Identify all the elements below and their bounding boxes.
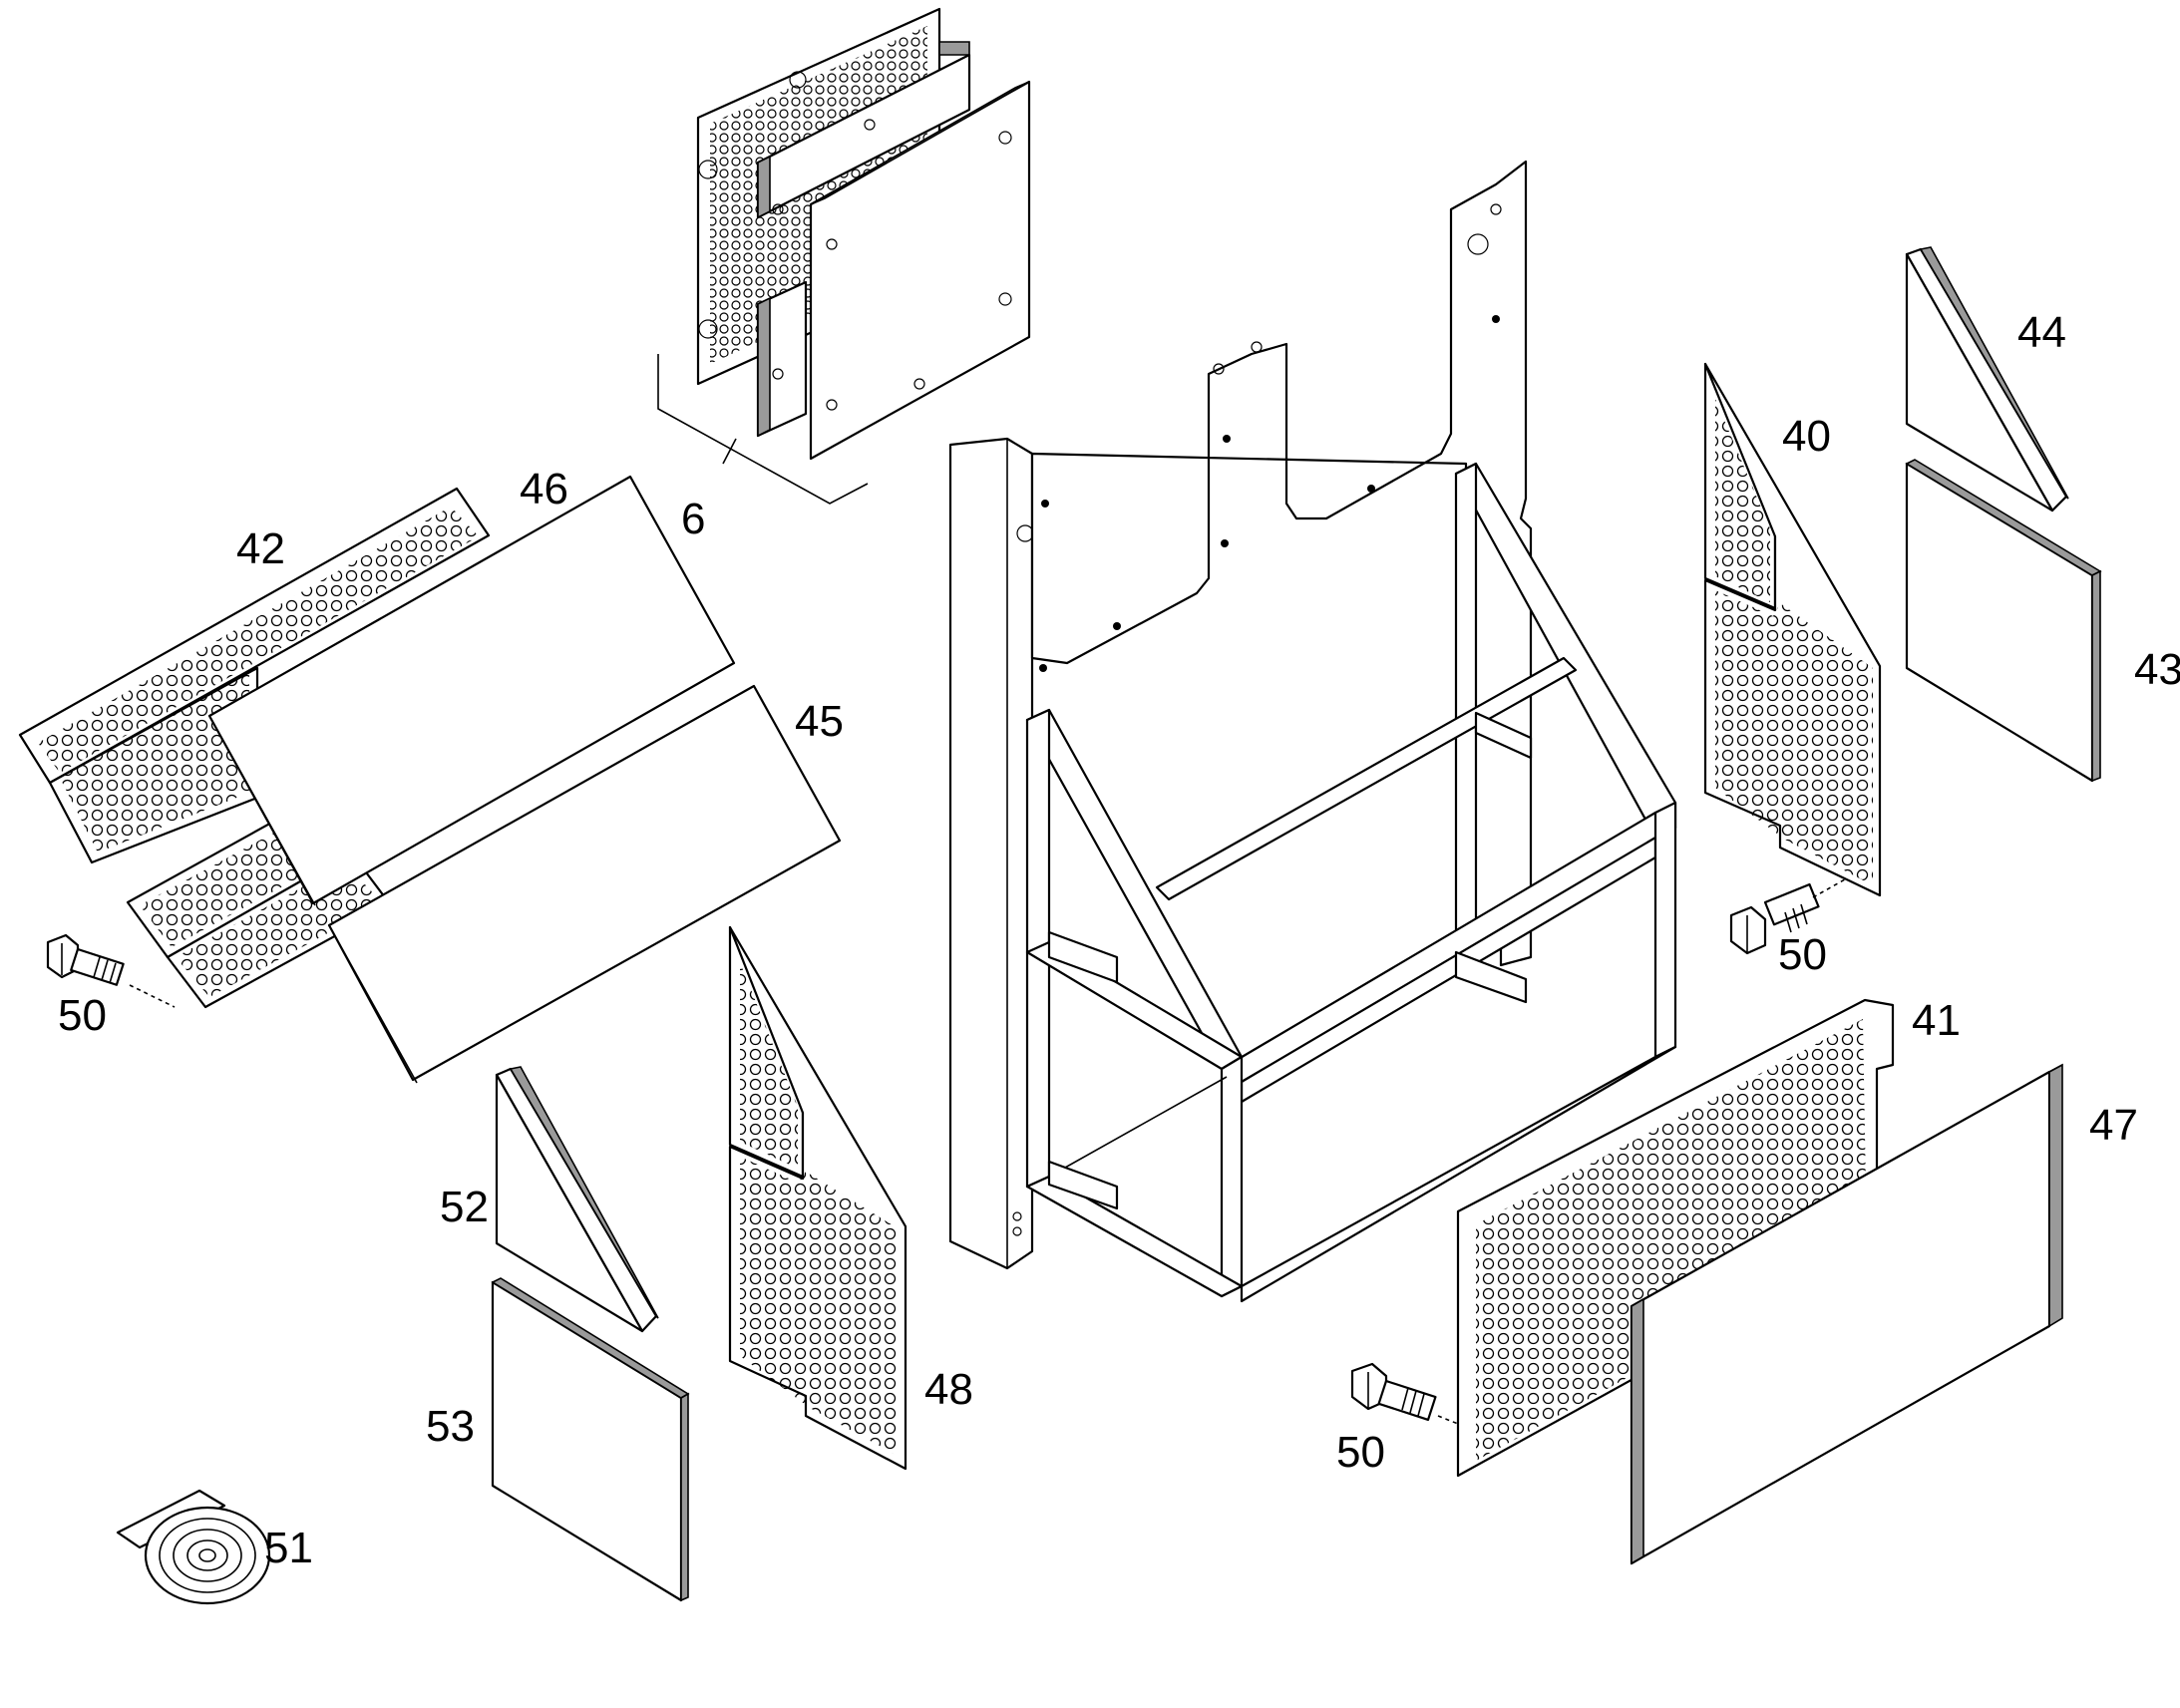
callout-50-left: 50 [58, 991, 107, 1040]
callout-6: 6 [681, 495, 705, 543]
square-insulation-53 [491, 1277, 690, 1602]
perforated-panel-42 [18, 487, 491, 864]
tape-roll-51 [116, 1489, 271, 1605]
frame-assembly [948, 160, 1677, 1303]
bolt-50-left [46, 933, 176, 1008]
callout-40: 40 [1782, 412, 1831, 461]
square-insulation-43 [1905, 459, 2102, 783]
callout-41: 41 [1912, 996, 1961, 1045]
callout-42: 42 [236, 524, 285, 573]
perforated-panel-48 [728, 925, 908, 1471]
callout-51: 51 [264, 1524, 313, 1572]
bolt-50-right-top [1729, 878, 1846, 955]
bolt-50-right-bottom [1350, 1362, 1459, 1425]
solid-panel-45 [327, 684, 842, 1084]
callout-46: 46 [520, 465, 568, 513]
callout-45: 45 [795, 697, 844, 746]
perforated-panel-41 [1456, 998, 1895, 1478]
solid-panel-46 [207, 475, 736, 906]
callout-52: 52 [440, 1183, 489, 1231]
callout-53: 53 [426, 1402, 475, 1451]
solid-panel-47 [1630, 1063, 2063, 1565]
callout-50-right-top: 50 [1778, 930, 1827, 979]
panel-assembly-6 [657, 7, 1031, 505]
callout-48: 48 [924, 1365, 973, 1414]
triangle-insulation-52 [495, 1066, 659, 1333]
perforated-panel-40 [1703, 362, 1882, 897]
triangle-insulation-44 [1905, 246, 2069, 512]
callout-50-right-bottom: 50 [1336, 1428, 1385, 1477]
callout-43: 43 [2134, 645, 2180, 694]
callout-44: 44 [2017, 308, 2066, 357]
callout-47: 47 [2089, 1101, 2138, 1150]
